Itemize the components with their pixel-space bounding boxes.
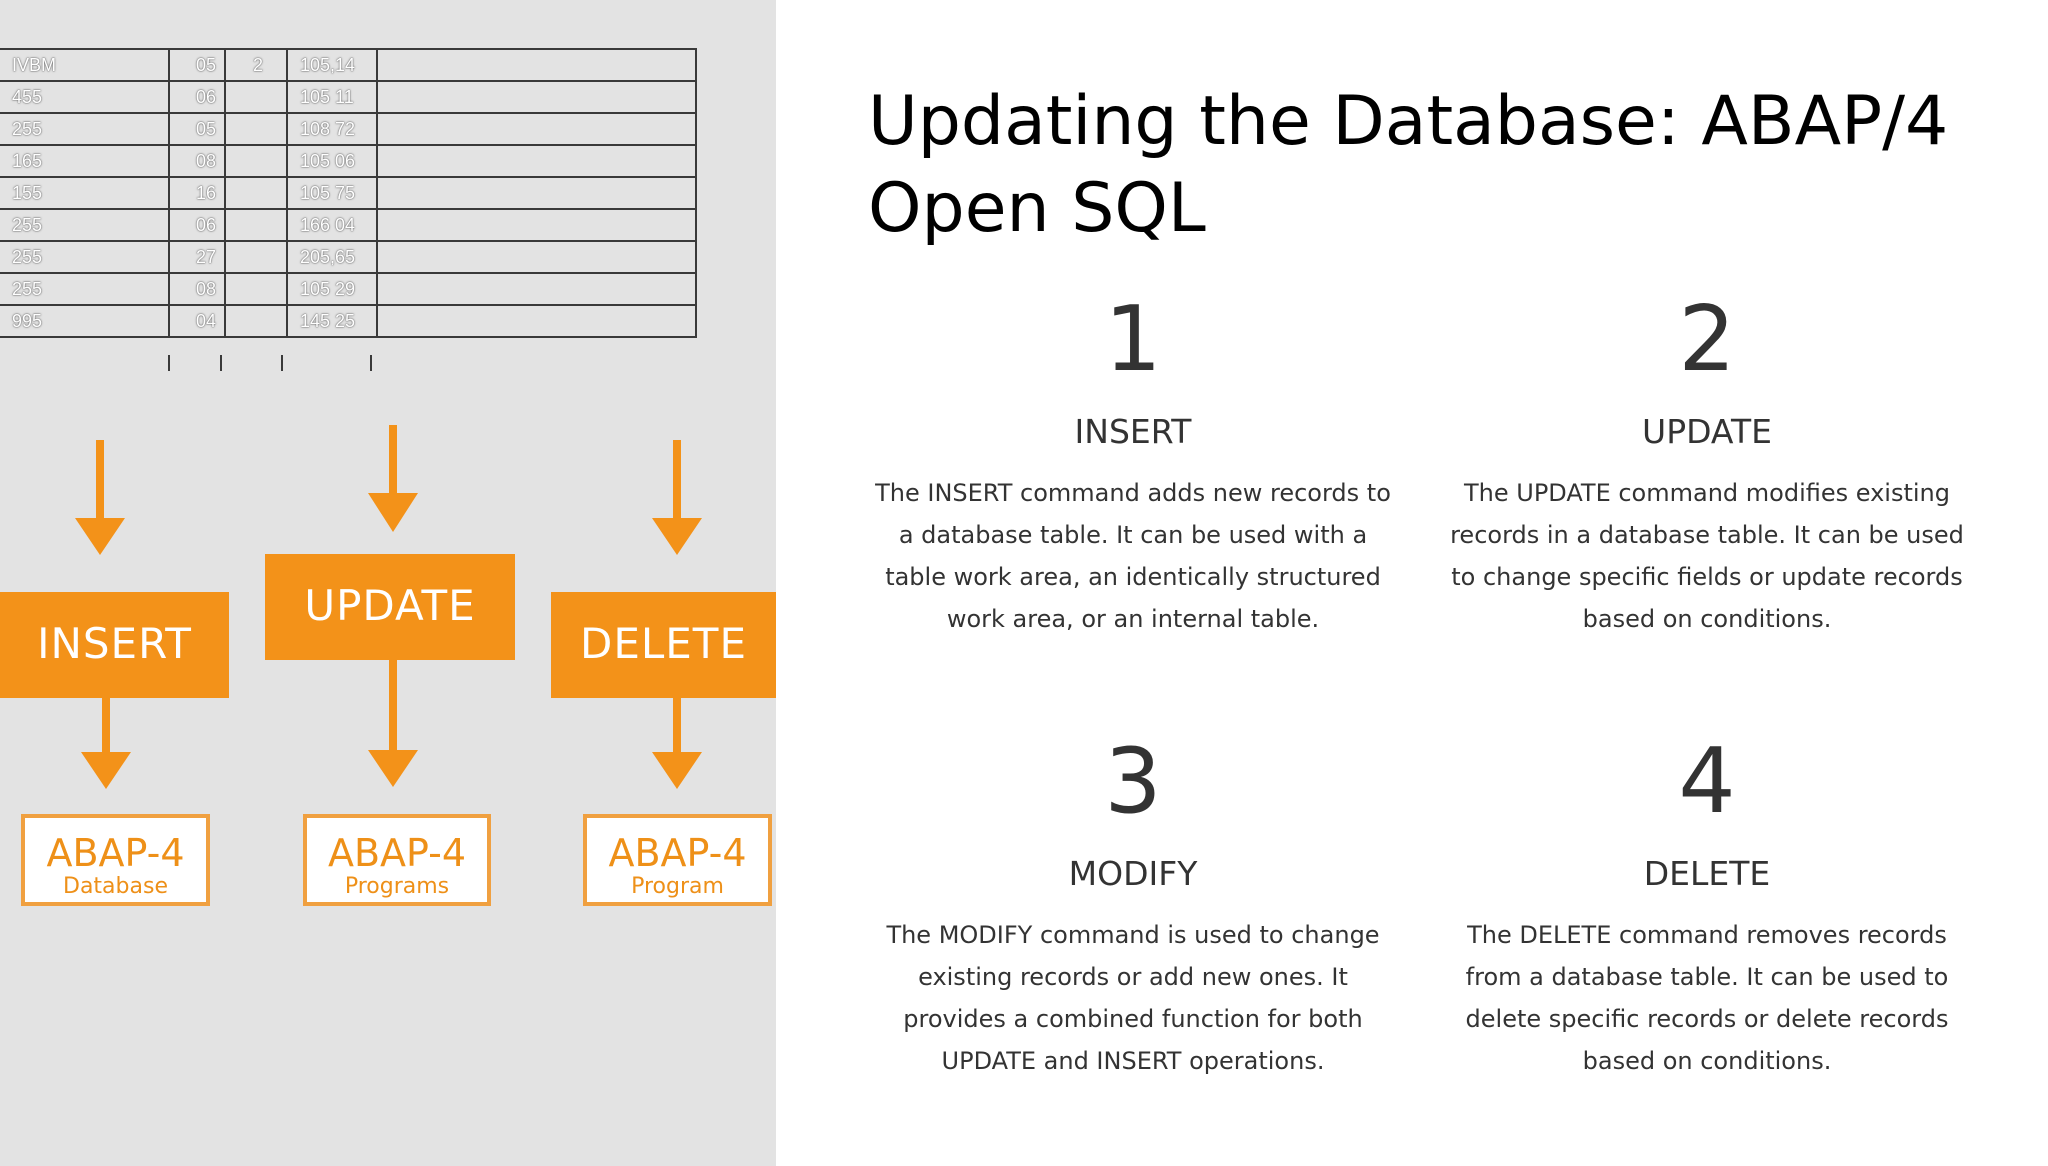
illustration-panel: IVBM 05 2 105,14 455 06 105 11 255 05 10… (0, 0, 776, 1166)
table-row: 455 06 105 11 (0, 80, 697, 114)
abap-programs-box (303, 814, 491, 906)
card-description: The MODIFY command is used to change exi… (886, 921, 1380, 1075)
card-number: 4 (1678, 729, 1736, 834)
abap-database-box (21, 814, 210, 906)
arrow-head (368, 750, 418, 787)
grid-cell: 105 29 (286, 272, 378, 306)
grid-cell: 108 72 (286, 112, 378, 146)
grid-cell (376, 272, 697, 306)
command-card-delete: 4 DELETE The DELETE command removes reco… (1437, 732, 1977, 1082)
grid-cell: 2 (224, 48, 288, 82)
grid-line (168, 355, 170, 371)
grid-cell: 06 (168, 80, 226, 114)
abap-box-title: ABAP-4 (327, 831, 467, 875)
slide-title: Updating the Database: ABAP/4 Open SQL (868, 82, 1949, 248)
grid-line (220, 355, 222, 371)
grid-cell: 04 (168, 304, 226, 338)
abap-box-subtitle: Programs (344, 874, 450, 899)
grid-cell: 255 (0, 240, 170, 274)
card-number: 3 (1104, 729, 1162, 834)
grid-cell: 455 (0, 80, 170, 114)
grid-cell: 105 11 (286, 80, 378, 114)
grid-cell: 166 04 (286, 208, 378, 242)
grid-cell: 105 75 (286, 176, 378, 210)
table-row: 255 27 205,65 (0, 240, 697, 274)
grid-cell (376, 208, 697, 242)
grid-cell (224, 144, 288, 178)
grid-cell (224, 240, 288, 274)
grid-cell (224, 272, 288, 306)
grid-cell: 255 (0, 208, 170, 242)
grid-cell: 105 06 (286, 144, 378, 178)
insert-label: INSERT (37, 619, 192, 668)
grid-cell: 145 25 (286, 304, 378, 338)
table-row: IVBM 05 2 105,14 (0, 48, 697, 82)
data-grid: IVBM 05 2 105,14 455 06 105 11 255 05 10… (0, 48, 697, 338)
arrow-head (75, 518, 125, 555)
flow-diagram (0, 425, 776, 906)
table-row: 155 16 105 75 (0, 176, 697, 210)
grid-line (281, 355, 283, 371)
grid-cell: 995 (0, 304, 170, 338)
arrow-head (81, 752, 131, 789)
delete-label: DELETE (579, 619, 747, 668)
command-card-update: 2 UPDATE The UPDATE command modifies exi… (1437, 290, 1977, 640)
grid-cell: 165 (0, 144, 170, 178)
card-number: 1 (1104, 287, 1162, 392)
grid-cell: 05 (168, 48, 226, 82)
grid-cell: 16 (168, 176, 226, 210)
abap-box-title: ABAP-4 (46, 831, 185, 875)
grid-cell: 05 (168, 112, 226, 146)
card-title: UPDATE (1642, 412, 1772, 451)
table-row: 165 08 105 06 (0, 144, 697, 178)
arrow-head (652, 752, 702, 789)
grid-cell: 08 (168, 272, 226, 306)
abap-box-subtitle: Database (63, 874, 168, 899)
arrow-head (368, 493, 418, 532)
command-card-modify: 3 MODIFY The MODIFY command is used to c… (863, 732, 1403, 1082)
abap-program-box (583, 814, 772, 906)
grid-cell (224, 304, 288, 338)
table-row: 995 04 145 25 (0, 304, 697, 338)
grid-cell (376, 240, 697, 274)
card-description: The INSERT command adds new records to a… (875, 479, 1391, 633)
grid-cell (224, 208, 288, 242)
grid-cell: 105,14 (286, 48, 378, 82)
grid-cell (224, 176, 288, 210)
card-title: INSERT (1074, 412, 1192, 451)
grid-cell (376, 304, 697, 338)
update-label: UPDATE (304, 581, 476, 630)
grid-cell (376, 144, 697, 178)
card-description: The UPDATE command modifies existing rec… (1450, 479, 1964, 633)
card-title: DELETE (1643, 854, 1771, 893)
abap-box-subtitle: Program (631, 874, 724, 899)
grid-cell: 205,65 (286, 240, 378, 274)
grid-cell (224, 112, 288, 146)
grid-cell (376, 176, 697, 210)
grid-cell (376, 112, 697, 146)
table-row: 255 08 105 29 (0, 272, 697, 306)
arrow-head (652, 518, 702, 555)
command-card-insert: 1 INSERT The INSERT command adds new rec… (863, 290, 1403, 640)
grid-cell: 155 (0, 176, 170, 210)
insert-banner (0, 592, 229, 698)
card-title: MODIFY (1068, 854, 1198, 893)
grid-cell (376, 80, 697, 114)
grid-cell: 06 (168, 208, 226, 242)
grid-cell: 27 (168, 240, 226, 274)
grid-line (370, 355, 372, 371)
grid-cell: 255 (0, 272, 170, 306)
grid-cell: 08 (168, 144, 226, 178)
card-description: The DELETE command removes records from … (1465, 921, 1949, 1075)
table-row: 255 05 108 72 (0, 112, 697, 146)
card-number: 2 (1678, 287, 1736, 392)
grid-cell: IVBM (0, 48, 170, 82)
grid-cell: 255 (0, 112, 170, 146)
grid-cell (224, 80, 288, 114)
delete-banner (551, 592, 776, 698)
abap-box-title: ABAP-4 (608, 831, 747, 875)
update-banner (265, 554, 515, 660)
grid-cell (376, 48, 697, 82)
table-row: 255 06 166 04 (0, 208, 697, 242)
